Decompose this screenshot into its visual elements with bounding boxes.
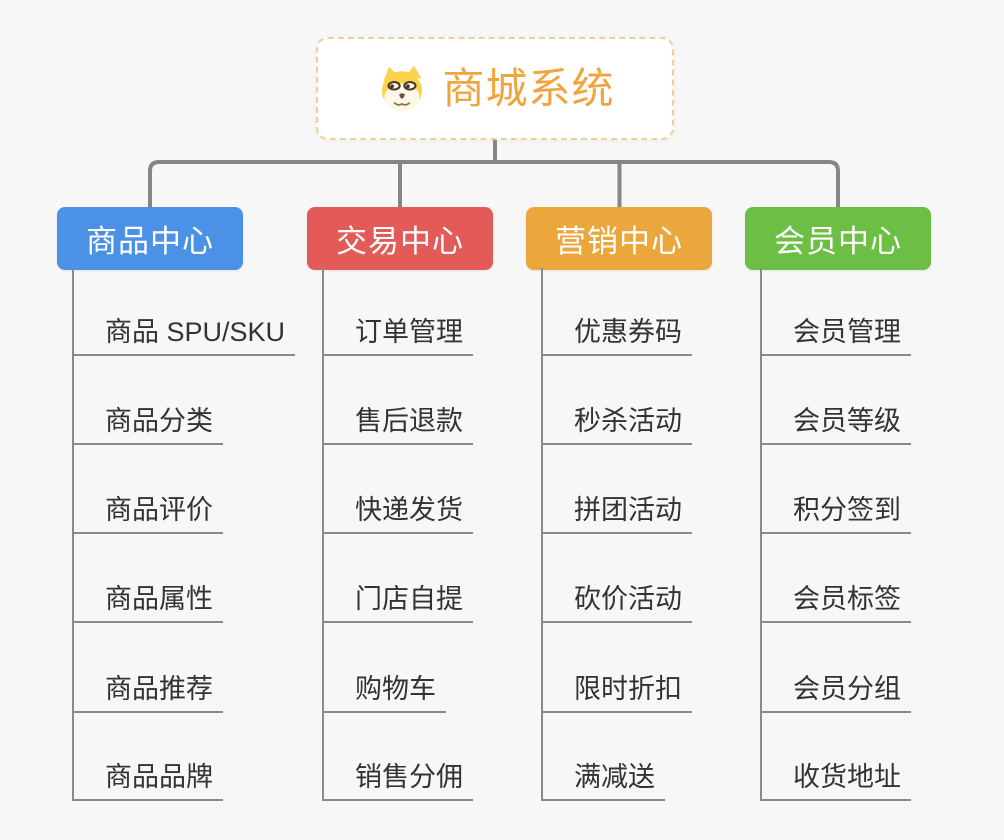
- leaf-product-brand[interactable]: 商品品牌: [72, 755, 223, 801]
- branch-node-member-center[interactable]: 会员中心: [745, 207, 931, 270]
- leaf-full-reduction[interactable]: 满减送: [541, 755, 665, 801]
- leaf-product-category[interactable]: 商品分类: [72, 399, 223, 445]
- leaf-store-pickup[interactable]: 门店自提: [322, 577, 473, 623]
- leaf-express-delivery[interactable]: 快递发货: [322, 488, 473, 534]
- leaf-flash-sale[interactable]: 秒杀活动: [541, 399, 692, 445]
- leaf-order-management[interactable]: 订单管理: [322, 310, 473, 356]
- branch-node-marketing-center[interactable]: 营销中心: [526, 207, 712, 270]
- leaf-sales-commission[interactable]: 销售分佣: [322, 755, 473, 801]
- branch-node-trade-center[interactable]: 交易中心: [307, 207, 493, 270]
- leaf-product-spu-sku[interactable]: 商品 SPU/SKU: [72, 310, 296, 356]
- leaf-product-recommend[interactable]: 商品推荐: [72, 667, 223, 713]
- leaf-member-group[interactable]: 会员分组: [760, 667, 911, 713]
- leaf-product-review[interactable]: 商品评价: [72, 488, 223, 534]
- branch-connector-line: [541, 268, 543, 801]
- leaf-limited-time-discount[interactable]: 限时折扣: [541, 667, 692, 713]
- root-node[interactable]: 商城系统: [316, 37, 674, 140]
- leaf-product-attribute[interactable]: 商品属性: [72, 577, 223, 623]
- leaf-group-buy[interactable]: 拼团活动: [541, 488, 692, 534]
- root-title: 商城系统: [442, 64, 615, 112]
- branch-connector-line: [322, 268, 324, 801]
- leaf-member-management[interactable]: 会员管理: [760, 310, 911, 356]
- branch-node-product-center[interactable]: 商品中心: [57, 207, 243, 270]
- leaf-after-sales-refund[interactable]: 售后退款: [322, 399, 473, 445]
- leaf-bargain-activity[interactable]: 砍价活动: [541, 577, 692, 623]
- branch-connector-line: [760, 268, 762, 801]
- leaf-member-level[interactable]: 会员等级: [760, 399, 911, 445]
- leaf-member-tag[interactable]: 会员标签: [760, 577, 911, 623]
- leaf-points-checkin[interactable]: 积分签到: [760, 488, 911, 534]
- leaf-coupon-code[interactable]: 优惠券码: [541, 310, 692, 356]
- leaf-shipping-address[interactable]: 收货地址: [760, 755, 911, 801]
- branch-connector-line: [72, 268, 74, 801]
- dog-face-icon: [382, 65, 423, 111]
- leaf-shopping-cart[interactable]: 购物车: [322, 667, 446, 713]
